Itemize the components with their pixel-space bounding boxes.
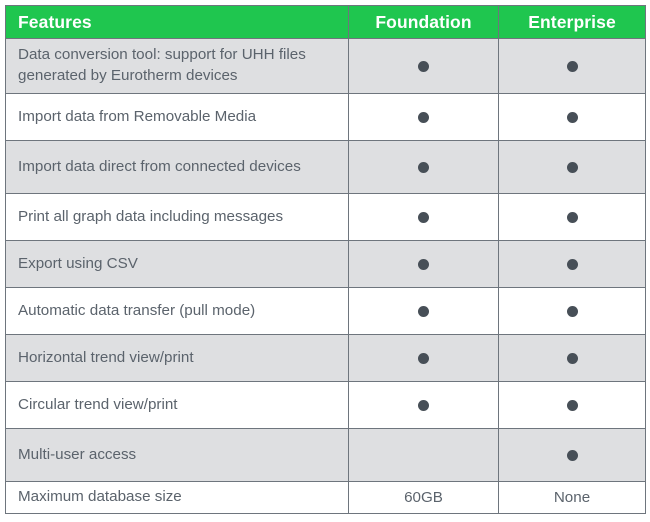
enterprise-cell (498, 240, 646, 288)
column-header-enterprise: Enterprise (498, 5, 646, 39)
feature-label: Automatic data transfer (pull mode) (5, 287, 349, 335)
included-bullet-icon (418, 399, 429, 411)
enterprise-cell (498, 381, 646, 429)
table-row: Import data from Removable Media (5, 93, 646, 141)
enterprise-cell (498, 193, 646, 241)
included-bullet-icon (566, 161, 578, 173)
included-bullet-icon (566, 352, 578, 364)
feature-label: Print all graph data including messages (5, 193, 349, 241)
included-bullet-icon (418, 161, 429, 173)
enterprise-cell (498, 334, 646, 382)
feature-label: Import data direct from connected device… (5, 140, 349, 194)
foundation-value: 60GB (404, 489, 443, 506)
enterprise-cell (498, 38, 646, 94)
comparison-table: Features Foundation Enterprise Data conv… (5, 5, 646, 514)
feature-label: Export using CSV (5, 240, 349, 288)
table-row: Automatic data transfer (pull mode) (5, 287, 646, 335)
header-row: Features Foundation Enterprise (5, 5, 646, 39)
column-header-foundation: Foundation (348, 5, 499, 39)
foundation-cell (348, 140, 499, 194)
table-row: Export using CSV (5, 240, 646, 288)
foundation-cell (348, 240, 499, 288)
feature-label: Horizontal trend view/print (5, 334, 349, 382)
included-bullet-icon (566, 258, 578, 270)
feature-label: Circular trend view/print (5, 381, 349, 429)
enterprise-cell (498, 140, 646, 194)
foundation-cell (348, 334, 499, 382)
table-row: Horizontal trend view/print (5, 334, 646, 382)
included-bullet-icon (566, 449, 578, 461)
included-bullet-icon (418, 60, 429, 72)
included-bullet-icon (418, 305, 429, 317)
feature-label: Multi-user access (5, 428, 349, 482)
table-row: Print all graph data including messages (5, 193, 646, 241)
foundation-cell (348, 193, 499, 241)
foundation-cell (348, 287, 499, 335)
enterprise-cell: None (498, 481, 646, 514)
included-bullet-icon (566, 305, 578, 317)
table-body: Data conversion tool: support for UHH fi… (5, 38, 646, 514)
table-row: Data conversion tool: support for UHH fi… (5, 38, 646, 94)
included-bullet-icon (418, 352, 429, 364)
feature-comparison-table: Features Foundation Enterprise Data conv… (5, 5, 646, 517)
column-header-features: Features (5, 5, 349, 39)
included-bullet-icon (418, 211, 429, 223)
table-header: Features Foundation Enterprise (5, 5, 646, 39)
feature-label: Maximum database size (5, 481, 349, 514)
included-bullet-icon (418, 111, 429, 123)
enterprise-cell (498, 428, 646, 482)
foundation-cell (348, 38, 499, 94)
enterprise-cell (498, 287, 646, 335)
table-row: Maximum database size 60GB None (5, 481, 646, 514)
foundation-cell: 60GB (348, 481, 499, 514)
included-bullet-icon (566, 111, 578, 123)
included-bullet-icon (566, 399, 578, 411)
foundation-cell (348, 93, 499, 141)
table-row: Multi-user access (5, 428, 646, 482)
included-bullet-icon (418, 258, 429, 270)
table-row: Circular trend view/print (5, 381, 646, 429)
foundation-cell (348, 428, 499, 482)
enterprise-cell (498, 93, 646, 141)
foundation-cell (348, 381, 499, 429)
included-bullet-icon (566, 211, 578, 223)
feature-label: Data conversion tool: support for UHH fi… (5, 38, 349, 94)
feature-label: Import data from Removable Media (5, 93, 349, 141)
included-bullet-icon (566, 60, 578, 72)
enterprise-value: None (553, 489, 591, 506)
table-row: Import data direct from connected device… (5, 140, 646, 194)
